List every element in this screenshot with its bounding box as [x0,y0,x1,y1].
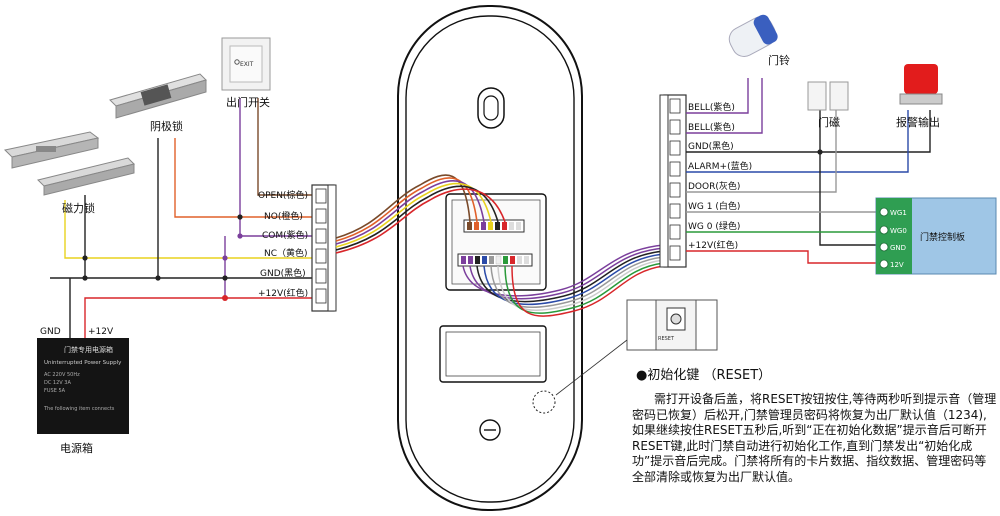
bottom-connector [457,253,533,267]
terminal-wg0: WG 0 (绿色) [688,220,740,232]
terminal-wg1: WG 1 (白色) [688,200,740,212]
wg-pin-12v: 12V [890,261,904,269]
alarm-label: 报警输出 [896,115,940,129]
access-device [397,5,583,511]
alarm-light: 报警输出 [896,64,943,129]
terminal-bell-2: BELL(紫色) [688,121,735,133]
exit-text: EXIT [240,61,254,68]
terminal-gnd-r: GND(黑色) [688,140,734,152]
doorbell: 门铃 [728,14,790,67]
reset-text: RESET [658,336,675,342]
right-wires [686,78,931,264]
terminal-12v: +12V(红色) [258,287,308,299]
terminal-com: COM(紫色) [262,229,308,241]
terminal-open: OPEN(棕色) [258,189,308,201]
power-label-cn: 门禁专用电源箱 [64,345,113,354]
left-cable [335,174,506,254]
reset-description: 需打开设备后盖，将RESET按钮按住,等待两秒听到提示音（管理密码已恢复）后松开… [632,392,997,484]
power-label-en: Uninterrupted Power Supply [44,360,122,366]
power-gnd: GND [40,327,61,337]
wg-pin-gnd: GND [890,244,906,252]
terminal-bell-1: BELL(紫色) [688,101,735,113]
terminal-12v-r: +12V(红色) [688,239,738,251]
exit-switch-label: 出门开关 [226,95,270,109]
left-terminal-labels: OPEN(棕色) NO(橙色) COM(紫色) NC（黄色) GND(黑色) +… [258,189,308,299]
exit-switch: EXIT 出门开关 [221,37,271,109]
reset-title: ●初始化键 （RESET） [636,368,772,383]
wg-controller: WG1 WG0 GND 12V 门禁控制板 [875,197,997,275]
power-12v: +12V [88,327,114,337]
reset-button-detail: RESET [555,299,718,396]
strike-lock: 阴极锁 [109,73,207,133]
right-terminal-labels: BELL(紫色) BELL(紫色) GND(黑色) ALARM+(蓝色) DOO… [688,101,752,251]
power-spec-1: AC 220V 50Hz [44,372,80,378]
terminal-alarm: ALARM+(蓝色) [688,160,752,172]
door-sensor: 门磁 [807,81,849,129]
power-spec-3: FUSE 5A [44,388,66,394]
terminal-door: DOOR(灰色) [688,180,740,192]
left-terminal-block [311,184,337,312]
right-terminal-block [659,94,687,268]
power-box: 门禁专用电源箱 Uninterrupted Power Supply AC 22… [37,327,129,455]
left-junctions [82,214,243,301]
right-cable [462,244,665,317]
power-box-label: 电源箱 [60,441,93,455]
key-icon [234,59,240,65]
terminal-gnd: GND(黑色) [260,267,306,279]
reset-position [532,390,556,414]
maglock: 磁力锁 [3,131,135,215]
maglock-label: 磁力锁 [62,201,95,215]
top-connector [463,219,525,233]
terminal-no: NO(橙色) [264,210,303,222]
wg-pin-0: WG0 [890,227,907,235]
door-sensor-label: 门磁 [818,115,840,129]
lower-panel [439,325,547,383]
wg-pin-1: WG1 [890,209,907,217]
right-junctions [817,149,823,155]
terminal-nc: NC（黄色) [264,247,308,259]
strike-label: 阴极锁 [150,119,183,133]
doorbell-label: 门铃 [768,53,790,67]
wg-controller-label: 门禁控制板 [920,231,965,243]
power-warn: The following item connects [43,406,115,412]
power-spec-2: DC 12V 3A [44,380,71,386]
